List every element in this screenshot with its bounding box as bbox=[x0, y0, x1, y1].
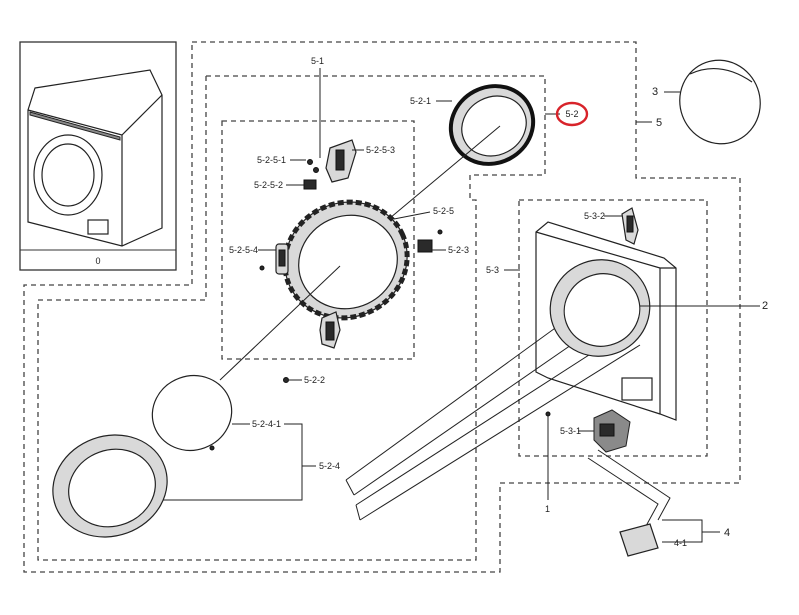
red-highlight-circle bbox=[555, 101, 589, 127]
part-5-2-4-door-outer: 5-2-4 bbox=[52, 423, 340, 538]
door-ring-5-2-1-rim bbox=[448, 84, 536, 166]
machine-top-edge bbox=[121, 94, 163, 136]
explosion-lines bbox=[219, 125, 641, 521]
door-handle-grip bbox=[325, 321, 335, 341]
label-3: 3 bbox=[652, 86, 658, 98]
glass-ring-clip bbox=[209, 445, 215, 451]
part-5-2-4-1-glass-ring: 5-2-4-1 bbox=[151, 375, 281, 451]
ring-3-detail bbox=[689, 68, 753, 83]
screw-5-2-2 bbox=[283, 377, 289, 383]
door-frame-ring bbox=[282, 199, 410, 321]
explosion-line-mid-c bbox=[355, 334, 621, 506]
label-0: 0 bbox=[95, 256, 100, 266]
part-5-3-front-panel: 5-3 2 bbox=[486, 221, 768, 421]
part-5-2-5-1-screw: 5-2-5-1 bbox=[257, 155, 319, 173]
label-5-2-2: 5-2-2 bbox=[304, 375, 325, 385]
machine-filter-cover bbox=[87, 219, 109, 235]
switch-5-3-1-core bbox=[599, 423, 615, 437]
label-5-2-4: 5-2-4 bbox=[319, 461, 340, 471]
explosion-line-mid-d bbox=[359, 344, 641, 521]
door-ring-5-2-1-inner bbox=[461, 95, 527, 157]
door-outer-ring-inner bbox=[68, 448, 156, 528]
part-3-ring: 3 bbox=[652, 59, 761, 145]
assembly-5-2-5-outline bbox=[221, 120, 415, 360]
ring-3-shape bbox=[679, 59, 761, 145]
explosion-line-cap-a bbox=[345, 479, 355, 496]
label-5-3-1: 5-3-1 bbox=[560, 426, 581, 436]
part-5-2-5-3-hinge: 5-2-5-3 bbox=[325, 139, 395, 183]
screw-5-2-5-1-a bbox=[307, 159, 313, 165]
machine-door-inner bbox=[41, 143, 95, 207]
bracket-5-2-4 bbox=[162, 423, 303, 501]
assembly-5-2-outline bbox=[37, 75, 546, 561]
latch-5-3-2-core bbox=[626, 215, 634, 233]
assembly-5-3-outline bbox=[518, 199, 708, 457]
overview-inset: 0 bbox=[19, 41, 177, 271]
part-5-2-5-2: 5-2-5-2 bbox=[254, 179, 317, 190]
label-5-1: 5-1 bbox=[311, 56, 324, 66]
label-5-2-5-3: 5-2-5-3 bbox=[366, 145, 395, 155]
glass-ring-5-2-4-1 bbox=[151, 375, 233, 451]
label-2: 2 bbox=[762, 300, 768, 312]
filter-cover-4-1 bbox=[619, 523, 659, 557]
label-5-3: 5-3 bbox=[486, 265, 499, 275]
explosion-line-left bbox=[219, 265, 341, 381]
machine-body bbox=[27, 69, 163, 247]
label-5-2-4-1: 5-2-4-1 bbox=[252, 419, 281, 429]
label-5-2-5: 5-2-5 bbox=[433, 206, 454, 216]
part-4-filter-cover: 4 4-1 bbox=[587, 449, 730, 557]
label-5-2-5-4: 5-2-5-4 bbox=[229, 245, 258, 255]
door-frame-inner bbox=[298, 214, 398, 310]
part-5-3-2-latch: 5-3-2 bbox=[584, 207, 639, 245]
part-5-2-2-screw: 5-2-2 bbox=[283, 375, 325, 385]
part-5-2-1-door-ring: 5-2-1 bbox=[410, 84, 536, 166]
explosion-line-4b bbox=[587, 457, 659, 527]
front-panel-porthole-inner bbox=[563, 273, 641, 347]
hinge-5-2-5-3-slot bbox=[335, 149, 345, 171]
label-5-3-2: 5-3-2 bbox=[584, 211, 605, 221]
label-5-2-1: 5-2-1 bbox=[410, 96, 431, 106]
label-4-1: 4-1 bbox=[674, 538, 687, 548]
explosion-line-cap-b bbox=[355, 504, 361, 521]
part-5-2-3: 5-2-3 bbox=[417, 229, 469, 255]
label-4: 4 bbox=[724, 527, 730, 539]
screw-1 bbox=[545, 411, 551, 417]
screw-5-2-3 bbox=[437, 229, 443, 235]
door-frame-rim bbox=[282, 199, 410, 321]
leader-5-2-5 bbox=[393, 211, 431, 220]
machine-overview-drawing bbox=[27, 69, 163, 247]
overview-frame bbox=[19, 41, 177, 271]
front-panel-body bbox=[535, 221, 677, 421]
latch-5-2-5-4-core bbox=[278, 249, 286, 267]
front-panel-filter-window bbox=[621, 377, 653, 401]
explosion-line-mid-b bbox=[353, 324, 601, 496]
explosion-line-mid-a bbox=[345, 309, 581, 481]
label-5: 5 bbox=[656, 117, 662, 129]
bracket-4 bbox=[662, 519, 703, 543]
machine-door-outer bbox=[33, 134, 103, 216]
highlight-5-2: 5-2 bbox=[545, 101, 589, 127]
screw-5-2-5-1-b bbox=[313, 167, 319, 173]
control-panel bbox=[29, 111, 121, 141]
assembly-5-outline bbox=[23, 41, 741, 573]
part-5-2-5-4-latch: 5-2-5-4 bbox=[229, 243, 289, 275]
screw-5-2-5-4 bbox=[259, 265, 265, 271]
label-5-2-5-2: 5-2-5-2 bbox=[254, 180, 283, 190]
block-5-2-3 bbox=[417, 239, 433, 253]
label-5-2: 5-2 bbox=[565, 109, 578, 119]
label-1: 1 bbox=[545, 504, 550, 514]
block-5-2-5-2 bbox=[303, 179, 317, 190]
explosion-line-4a bbox=[597, 449, 671, 521]
part-5-3-1-switch: 5-3-1 bbox=[560, 409, 631, 453]
label-5-2-3: 5-2-3 bbox=[448, 245, 469, 255]
explosion-line-top bbox=[389, 125, 501, 219]
label-5-2-5-1: 5-2-5-1 bbox=[257, 155, 286, 165]
